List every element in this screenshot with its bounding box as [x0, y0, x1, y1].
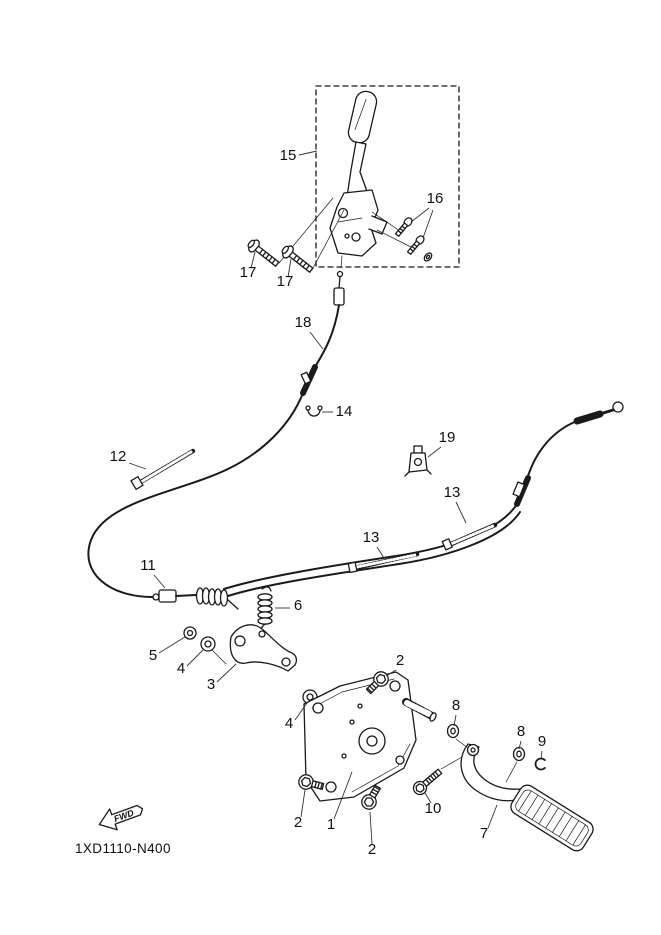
part-15-lever-assembly: [329, 90, 388, 257]
part-label-14: 14: [336, 403, 353, 420]
part-label-6: 6: [294, 597, 302, 614]
leader-line-13-1: [455, 501, 467, 524]
part-label-16: 16: [427, 190, 444, 207]
part-2-bolt-bottom: [361, 784, 381, 810]
part-14-clip: [305, 405, 323, 417]
part-label-4-2: 4: [285, 715, 293, 732]
leader-line-16-1: [422, 209, 434, 239]
part-1-bracket-plate: [303, 671, 417, 802]
pedal-pivot-shaft: [402, 698, 437, 722]
leader-line-17-2: [287, 258, 292, 278]
part-label-17-2: 17: [277, 273, 294, 290]
part-9-clip: [534, 757, 546, 771]
part-label-2-2: 2: [294, 814, 302, 831]
part-10-bolt: [412, 768, 443, 796]
part-label-5: 5: [149, 647, 157, 664]
leader-line-2-3: [369, 811, 373, 845]
leader-line-18: [309, 331, 324, 350]
part-label-9: 9: [538, 733, 546, 750]
part-3-lever: [229, 624, 298, 672]
part-8-washer-left: [446, 723, 469, 749]
part-label-2-3: 2: [368, 841, 376, 858]
leader-line-9: [540, 750, 543, 760]
fwd-arrow-icon: FWD: [98, 804, 144, 831]
part-label-13-2: 13: [363, 529, 380, 546]
leader-line-19: [427, 446, 442, 458]
part-label-10: 10: [425, 800, 442, 817]
part-16-screws: [371, 211, 433, 262]
part-11-cable-end-spring: [152, 587, 239, 610]
leader-line-1: [333, 771, 353, 820]
assembly-dashed-box: [315, 85, 460, 268]
leader-line-4-1: [186, 649, 204, 667]
leader-line-2-1: [385, 669, 397, 677]
part-2-bolt-left: [298, 774, 325, 791]
part-7-pedal: [460, 743, 594, 852]
leader-line-12: [128, 462, 147, 470]
part-12-cable-tie: [130, 448, 196, 490]
leader-line-16: [410, 207, 430, 223]
part-label-11: 11: [140, 557, 156, 574]
leader-line-13-2: [376, 546, 385, 559]
throttle-cable: [223, 401, 624, 597]
part-13-cable-tie-upper: [441, 522, 498, 551]
part-label-4-1: 4: [177, 660, 185, 677]
part-4-washer-left: [200, 636, 227, 665]
part-2-bolt-top: [365, 671, 389, 695]
part-label-19: 19: [439, 429, 456, 446]
leader-line-7: [487, 804, 498, 829]
part-18-cable: [87, 255, 345, 598]
leader-line-5: [158, 636, 186, 654]
leader-line-3: [216, 663, 237, 683]
fwd-arrow-label: FWD: [112, 807, 135, 824]
leader-line-11: [153, 574, 166, 589]
part-label-7: 7: [480, 825, 488, 842]
diagram-ink-layer: FWD 1XD1110-N400: [75, 85, 624, 856]
part-label-15: 15: [280, 147, 297, 164]
diagram-code: 1XD1110-N400: [75, 841, 171, 856]
part-label-18: 18: [295, 314, 312, 331]
part-19-clamp: [404, 445, 432, 477]
part-8-washer-right: [505, 746, 526, 783]
leader-line-2-2: [300, 789, 306, 818]
part-label-8-2: 8: [517, 723, 525, 740]
part-label-12: 12: [110, 448, 127, 465]
part-label-8-1: 8: [452, 697, 460, 714]
part-5-washer: [183, 626, 197, 640]
part-17-screws: [247, 197, 345, 273]
part-label-1: 1: [327, 816, 335, 833]
part-label-17-1: 17: [240, 264, 257, 281]
leader-line-8-2: [518, 740, 522, 750]
part-10-axis-line: [440, 756, 463, 770]
leader-line-10: [424, 792, 432, 804]
leader-line-17-1: [250, 251, 256, 269]
leader-line-8-1: [453, 714, 457, 727]
part-13-cable-tie-lower: [347, 551, 420, 574]
leader-line-4-2: [294, 702, 308, 721]
part-label-3: 3: [207, 676, 215, 693]
part-label-13-1: 13: [444, 484, 461, 501]
part-6-spring: [257, 586, 273, 636]
leader-line-15: [298, 150, 318, 156]
part-label-2-1: 2: [396, 652, 404, 669]
